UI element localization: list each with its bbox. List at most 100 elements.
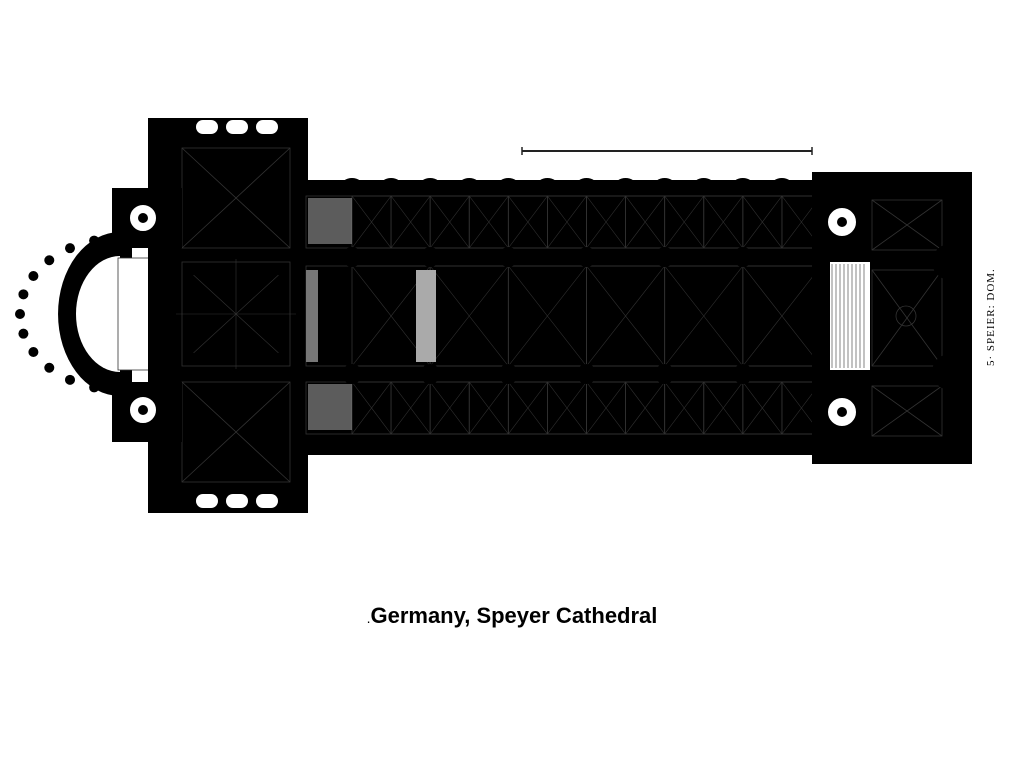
buttress [653, 436, 676, 452]
vault-rib [547, 381, 587, 435]
vault-rib [193, 313, 237, 354]
pier [618, 250, 633, 264]
vault-rib [742, 381, 783, 435]
buttress [458, 178, 481, 194]
vault-rib [703, 195, 744, 249]
apse-column [28, 347, 39, 357]
pier [654, 364, 675, 384]
pier [540, 250, 555, 264]
buttress [419, 178, 442, 194]
buttress [770, 436, 793, 452]
apse-column [65, 243, 75, 254]
caption: .Germany, Speyer Cathedral [0, 603, 1024, 629]
caption-prefix: . [366, 610, 371, 626]
buttress [341, 178, 363, 194]
caption-text: Germany, Speyer Cathedral [370, 603, 658, 628]
apse-column [28, 271, 39, 281]
buttress [497, 178, 520, 194]
vault-rib [625, 195, 665, 249]
buttress [731, 178, 754, 194]
pier [462, 250, 477, 264]
vault-rib [508, 265, 587, 367]
vault-rib [193, 274, 237, 315]
pier [696, 367, 711, 381]
vault-rib [390, 195, 431, 249]
vault-rib [625, 381, 665, 435]
pier [384, 250, 399, 264]
apse [15, 232, 171, 396]
vault-rib [586, 195, 626, 249]
nave-and-aisles [300, 178, 832, 455]
pier [576, 247, 597, 267]
buttress [341, 436, 363, 452]
vault-rib [235, 274, 279, 315]
vault-rib [429, 381, 470, 435]
vault-rib [351, 381, 392, 435]
vault-rib [351, 195, 392, 249]
pier [774, 367, 789, 381]
vault-rib [586, 265, 665, 367]
vault-rib [390, 381, 431, 435]
buttress [497, 436, 520, 452]
vault-rib [586, 381, 626, 435]
buttress [575, 436, 598, 452]
apse-column [65, 374, 75, 385]
buttress [770, 178, 793, 194]
vault-rib [235, 313, 279, 354]
buttress [731, 436, 754, 452]
vault-rib [664, 195, 704, 249]
westwork [812, 172, 972, 464]
buttress [692, 178, 715, 194]
buttress [692, 436, 715, 452]
vault-rib [547, 195, 587, 249]
pier [384, 367, 399, 381]
vault-rib [664, 265, 744, 367]
pier [774, 250, 789, 264]
pier [654, 247, 675, 267]
vault-rib [429, 195, 470, 249]
apse-column [89, 382, 100, 393]
pier [342, 247, 362, 267]
apse-column [15, 309, 25, 319]
pier [420, 364, 441, 384]
pier [732, 364, 753, 384]
buttress [419, 436, 442, 452]
vault-rib [469, 381, 509, 435]
buttress [536, 178, 559, 194]
apse-column [18, 289, 29, 300]
scale-bar [521, 147, 813, 155]
vault-rib [742, 195, 783, 249]
buttress [575, 178, 598, 194]
apse-column [89, 235, 100, 246]
apse-column [44, 362, 55, 373]
crossing-vault [176, 259, 296, 369]
buttress [614, 178, 637, 194]
pier [618, 367, 633, 381]
pier [342, 364, 362, 384]
vault-rib [742, 265, 822, 367]
buttress [380, 436, 403, 452]
buttress [380, 178, 403, 194]
buttress [653, 178, 676, 194]
pier [420, 247, 441, 267]
buttress [614, 436, 637, 452]
pier [540, 367, 555, 381]
pier [462, 367, 477, 381]
west-steps [831, 264, 865, 368]
pier [498, 364, 519, 384]
pier [498, 247, 519, 267]
pier [732, 247, 753, 267]
buttress [458, 436, 481, 452]
pier [696, 250, 711, 264]
vault-rib [664, 381, 704, 435]
vault-rib [508, 195, 548, 249]
buttress [536, 436, 559, 452]
vault-rib [508, 381, 548, 435]
vault-rib [703, 381, 744, 435]
apse-column [18, 328, 29, 339]
wall-buttresses [341, 178, 832, 452]
vault-rib [469, 195, 509, 249]
transept [112, 118, 308, 513]
cathedral-floor-plan [15, 118, 972, 513]
